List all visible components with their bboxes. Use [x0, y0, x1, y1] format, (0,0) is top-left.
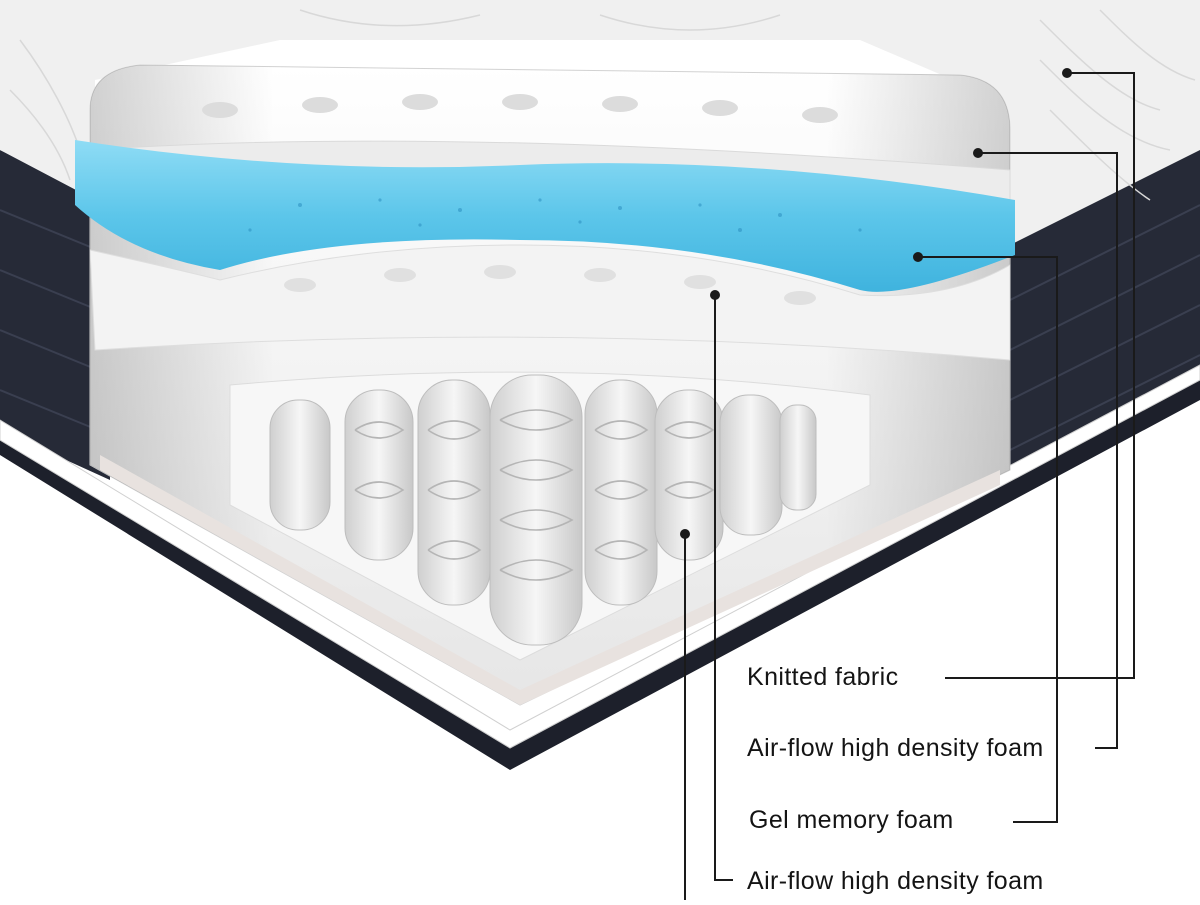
label-air-flow-foam-top: Air-flow high density foam [747, 734, 1044, 762]
layer-air-flow-foam-bottom [89, 244, 1011, 361]
quilt-pattern [9, 9, 1196, 201]
pocket-coil [417, 379, 491, 606]
gel-speckles [248, 198, 862, 232]
label-gel-memory-foam: Gel memory foam [749, 806, 954, 834]
marker-knitted-fabric [1062, 68, 1072, 78]
leader-knitted-fabric [945, 72, 1135, 679]
foam-texture-bottom [284, 265, 816, 305]
coil-wires [354, 409, 715, 581]
label-knitted-fabric: Knitted fabric [747, 663, 899, 691]
pocket-coil [719, 394, 783, 536]
pocket-coil [779, 404, 817, 511]
mattress-base [0, 364, 1200, 749]
label-air-flow-foam-bottom: Air-flow high density foam [747, 867, 1044, 895]
marker-air-flow-foam-top [973, 148, 983, 158]
foam-texture-top [202, 94, 838, 123]
marker-air-flow-foam-bottom [710, 290, 720, 300]
leader-lines [680, 68, 1135, 900]
leader-gel-memory-foam [918, 256, 1058, 823]
marker-gel-memory-foam [913, 252, 923, 262]
leader-air-flow-foam-bottom [714, 295, 733, 881]
marker-pocket-springs [680, 529, 690, 539]
pocket-coil [584, 379, 658, 606]
pocket-springs [269, 374, 817, 646]
pocket-coil [269, 399, 331, 531]
layer-gel-memory-foam [75, 140, 1015, 292]
leader-air-flow-foam-top [978, 152, 1118, 749]
mattress-side-left [0, 150, 110, 480]
mattress-top-surface [0, 0, 1200, 250]
pocket-coil [344, 389, 414, 561]
